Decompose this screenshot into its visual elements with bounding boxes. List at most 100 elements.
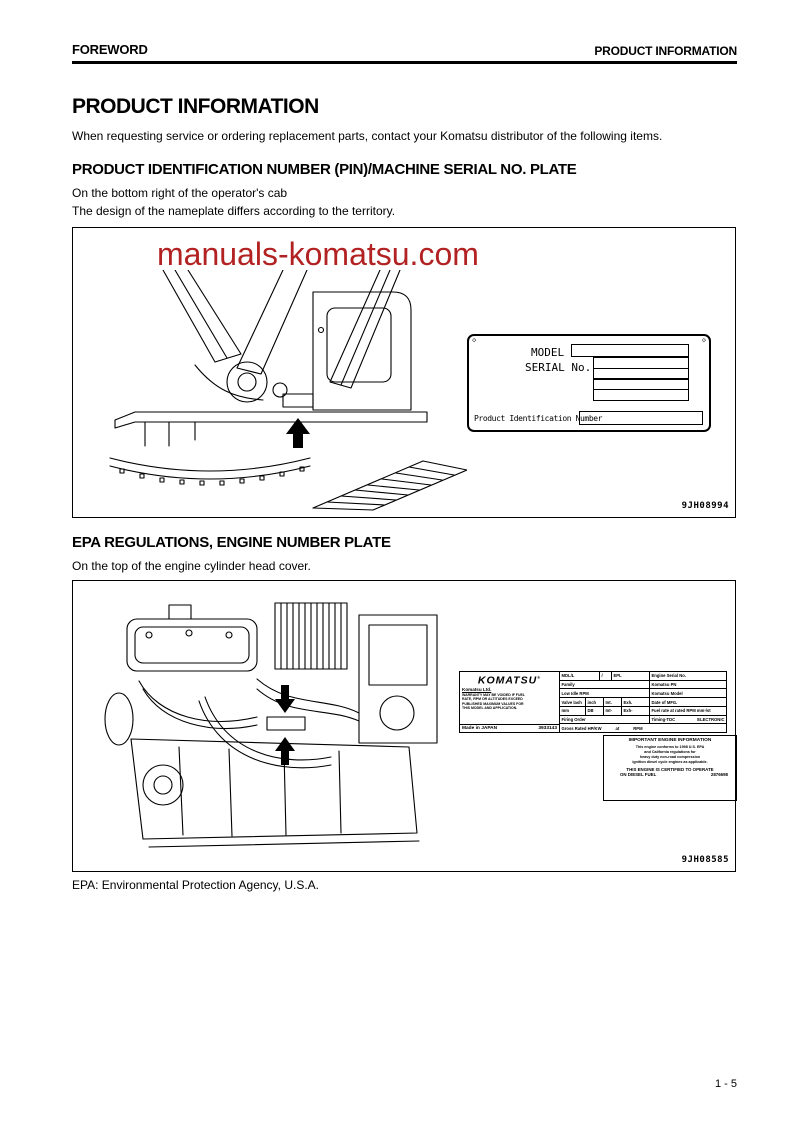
excavator-undercarriage: [109, 457, 311, 486]
table-row: MDL/L / EPL Engine Serial No.: [560, 672, 726, 681]
made-in-row: Made in JAPAN 3933143: [460, 724, 559, 732]
engine-plate-outline: [266, 716, 306, 731]
screw-hole-icon: ◇: [472, 336, 477, 344]
serial-value-box: [593, 357, 689, 369]
excavator-boom: [162, 270, 401, 403]
spec-cell: DB: [586, 706, 604, 715]
spec-cell: Komatsu Model: [651, 690, 683, 696]
watermark-text: manuals-komatsu.com: [157, 236, 479, 272]
figure-code: 9JH08994: [681, 501, 729, 511]
table-row: Valve lash inch Int. Exh. Date of MFG.: [560, 698, 726, 707]
spec-cell: Exh.: [622, 698, 650, 706]
cert-number: 2876698: [710, 772, 728, 778]
pin-nameplate: ◇ ◇ MODEL SERIAL No. Product Identificat…: [467, 334, 711, 432]
spec-cell: Timing-TDC ELECTRONIC: [650, 716, 726, 724]
timing-label: Timing-TDC: [651, 716, 676, 722]
section1-heading: PRODUCT IDENTIFICATION NUMBER (PIN)/MACH…: [72, 161, 577, 178]
excavator-ramp: [312, 460, 467, 511]
at-label: at: [615, 725, 620, 731]
spec-cell: Fuel rate at rated RPM mm³/st: [651, 708, 711, 714]
engine-hoses: [138, 678, 360, 769]
header-right: PRODUCT INFORMATION: [594, 44, 737, 58]
serial-value-box: [593, 378, 689, 390]
figure-epa-plate: KOMATSU® Komatsu Ltd. WARRANTY MAY BE VO…: [72, 580, 737, 872]
table-row: Family Komatsu PN: [560, 680, 726, 690]
engine-valve-cover: [126, 604, 258, 672]
made-in-label: Made in JAPAN: [462, 726, 498, 731]
spec-cell: /: [600, 672, 612, 680]
serial-value-box: [593, 367, 689, 380]
header-left: FOREWORD: [72, 42, 148, 57]
section1-subline2: The design of the nameplate differs acco…: [72, 204, 396, 218]
header-rule: [72, 61, 737, 64]
warranty-warning: WARRANTY MAY BE VOIDED IF FUEL RATE, RPM…: [460, 692, 559, 725]
table-row: mm DB Int- Exh- Fuel rate at rated RPM m…: [560, 706, 726, 716]
info-box-line: and California regulations for: [644, 749, 696, 754]
pin-value-box: [579, 411, 703, 425]
company-name: Komatsu Ltd.: [462, 686, 492, 692]
spec-cell: Valve lash: [560, 698, 586, 706]
info-box-line: heavy duty non-road compression: [639, 754, 701, 759]
pin-label: Product Identification Number: [474, 414, 603, 423]
spec-cell: Engine Serial No.: [651, 673, 686, 679]
plate-location-arrow-up-icon: [275, 737, 295, 765]
section1-subline1: On the bottom right of the operator's ca…: [72, 186, 288, 200]
spec-cell: Komatsu PN: [651, 682, 677, 688]
spec-cell: inch: [586, 698, 604, 706]
rated-power-label: Gross Rated HP/KW: [561, 725, 602, 731]
section2-heading: EPA REGULATIONS, ENGINE NUMBER PLATE: [72, 534, 391, 551]
spec-cell: Int-: [604, 706, 622, 715]
spec-cell: Gross Rated HP/KW at RPM: [560, 724, 726, 732]
plate-location-arrow-icon: [286, 418, 310, 448]
excavator-cab: [312, 291, 412, 411]
table-row: Low Idle RPM Komatsu Model: [560, 689, 726, 699]
spec-cell: MDL/L: [560, 672, 600, 680]
timing-value: ELECTRONIC: [697, 716, 725, 722]
spec-cell: Family: [560, 680, 650, 689]
intro-paragraph: When requesting service or ordering repl…: [72, 129, 663, 143]
spec-cell: Int.: [604, 698, 622, 706]
warning-line: RATE, RPM OR ALTITUDES EXCEED: [462, 697, 523, 702]
spec-cell: EPL: [612, 672, 650, 680]
serial-label: SERIAL No.: [525, 361, 592, 374]
serial-value-box: [593, 388, 689, 401]
rpm-label: RPM: [633, 725, 643, 731]
page-title: PRODUCT INFORMATION: [72, 95, 319, 118]
plate-part-number: 3933143: [538, 726, 557, 731]
epa-plate-left-panel: KOMATSU® Komatsu Ltd. WARRANTY MAY BE VO…: [460, 672, 560, 732]
engine-cooler-fins: [274, 602, 348, 670]
info-box-line: This engine conforms to 1998 U.S. EPA: [635, 745, 705, 749]
epa-caption: EPA: Environmental Protection Agency, U.…: [72, 878, 320, 892]
cert-line1: THIS ENGINE IS CERTIFIED TO OPERATE: [626, 767, 714, 773]
warning-line: WARRANTY MAY BE VOIDED IF FUEL: [462, 692, 525, 697]
spec-cell: Firing Order: [560, 715, 650, 724]
brand-name: KOMATSU: [477, 674, 538, 687]
excavator-illustration: [75, 270, 467, 512]
registered-mark: ®: [537, 675, 542, 680]
figure-code: 9JH08585: [681, 855, 729, 865]
cert-fuel-label: ON DIESEL FUEL: [620, 772, 657, 778]
section2-subline1: On the top of the engine cylinder head c…: [72, 559, 311, 573]
spec-cell: Date of MFG.: [651, 699, 678, 705]
excavator-frame: [114, 393, 428, 447]
spec-cell: Low Idle RPM: [560, 689, 650, 698]
model-value-box: [571, 344, 689, 357]
plate-location-arrow-down-icon: [275, 685, 295, 713]
komatsu-logo: KOMATSU®: [460, 672, 559, 687]
important-engine-info-box: IMPORTANT ENGINE INFORMATION This engine…: [603, 735, 737, 801]
table-row: Gross Rated HP/KW at RPM: [560, 724, 726, 732]
warning-line: PUBLISHED MAXIMUM VALUES FOR: [462, 701, 524, 706]
engine-illustration: [79, 589, 465, 861]
spec-cell: Exh-: [622, 706, 650, 715]
model-label: MODEL: [531, 346, 565, 359]
info-box-line: ignition diesel cycle engines as applica…: [632, 759, 708, 764]
engine-block: [104, 692, 420, 848]
table-row: Firing Order Timing-TDC ELECTRONIC: [560, 715, 726, 725]
engine-turbo-housing: [358, 614, 438, 744]
info-box-title: IMPORTANT ENGINE INFORMATION: [628, 738, 712, 743]
page-number: 1 - 5: [714, 1078, 737, 1090]
epa-engine-plate: KOMATSU® Komatsu Ltd. WARRANTY MAY BE VO…: [459, 671, 727, 733]
spec-cell: mm: [560, 706, 586, 715]
epa-plate-spec-table: MDL/L / EPL Engine Serial No. Family Kom…: [560, 672, 726, 732]
